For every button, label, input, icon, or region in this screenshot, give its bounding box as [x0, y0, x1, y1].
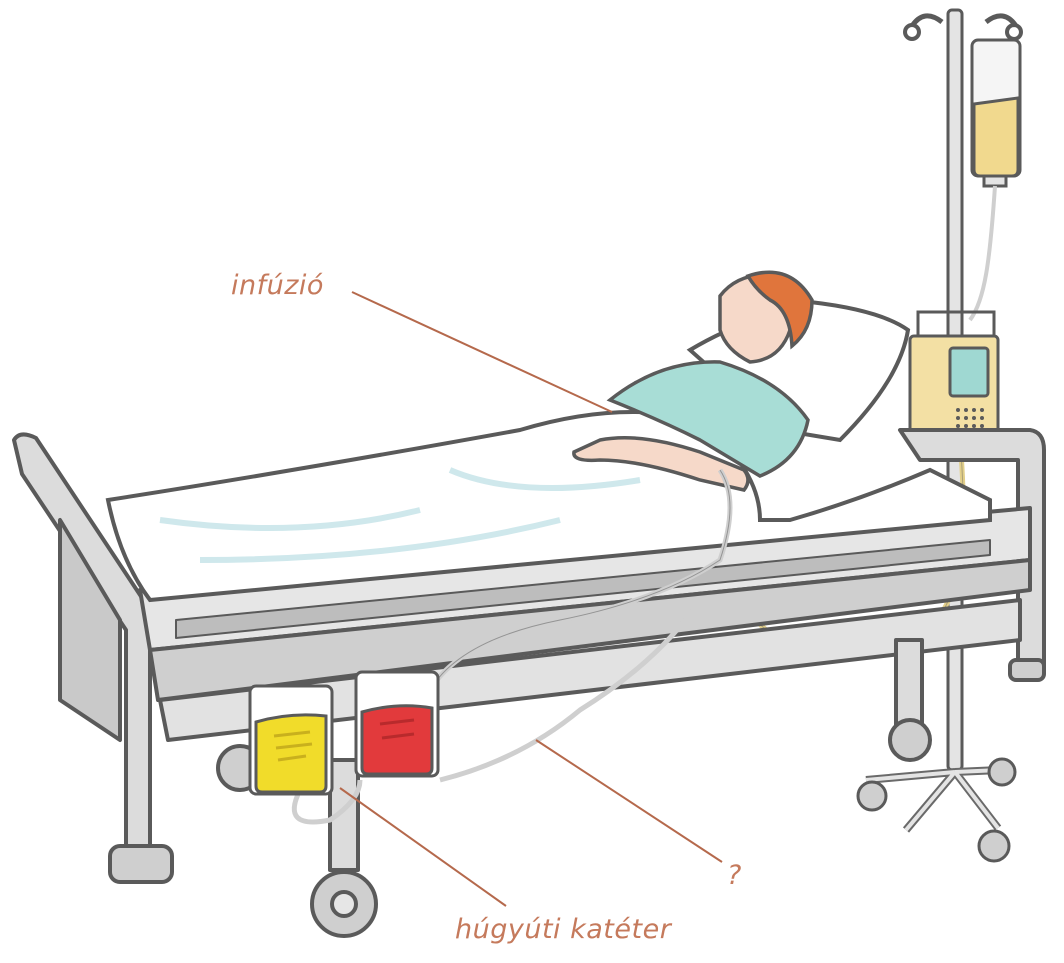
unknown-label: ? [727, 860, 742, 891]
infusion-leader-line [352, 292, 612, 412]
blood-bag-icon [356, 672, 438, 776]
urine-bag-icon [250, 686, 332, 794]
urinary-catheter-label: húgyúti katéter [455, 914, 671, 945]
unknown-leader-line [536, 740, 722, 862]
infusion-bag-icon [972, 40, 1020, 186]
infusion-label: infúzió [231, 270, 324, 301]
